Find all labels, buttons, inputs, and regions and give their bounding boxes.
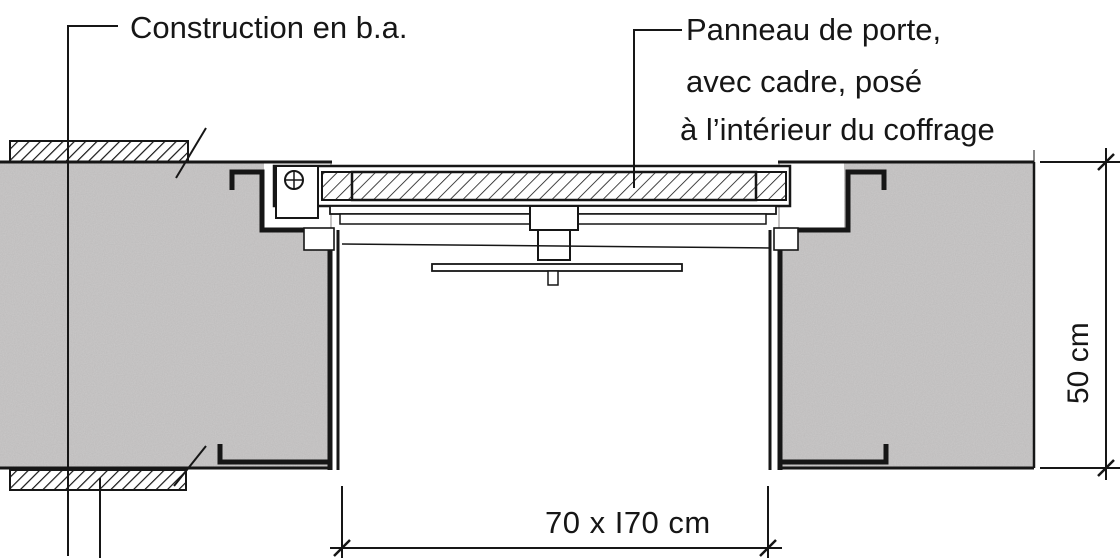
lock-mechanism — [341, 205, 771, 286]
width-dimension-label: 70 x I70 cm — [545, 505, 711, 540]
leader-panneau — [633, 29, 682, 188]
height-dimension — [1040, 148, 1120, 480]
frame-left — [217, 169, 340, 470]
height-dimension-label: 50 cm — [1062, 322, 1095, 404]
slab-outline — [0, 150, 1036, 470]
panneau-label-line3: à l’intérieur du coffrage — [680, 112, 995, 147]
hatched-layer-top-left — [9, 140, 189, 163]
width-dimension — [330, 486, 782, 558]
hatched-layer-bottom-left — [9, 469, 187, 491]
panneau-label-line1: Panneau de porte, — [686, 12, 942, 47]
side-brackets — [303, 227, 799, 251]
frame-right — [768, 169, 889, 470]
leader-construction — [67, 25, 207, 556]
panneau-label-line2: avec cadre, posé — [686, 64, 923, 99]
construction-label: Construction en b.a. — [130, 10, 408, 45]
